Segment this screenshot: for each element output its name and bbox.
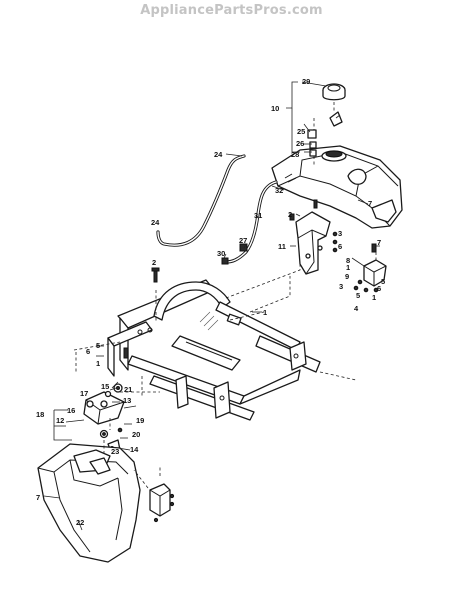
callout-7-side: 7 bbox=[377, 238, 381, 247]
leader-lines bbox=[43, 81, 380, 531]
fuel-hose-short bbox=[224, 180, 278, 264]
callout-24-top: 24 bbox=[214, 150, 223, 159]
callout-13: 13 bbox=[123, 396, 131, 405]
callout-5-frame: 5 bbox=[96, 341, 100, 350]
callout-7-tank: 7 bbox=[368, 199, 372, 208]
callout-19: 19 bbox=[136, 416, 144, 425]
assembly-lines bbox=[73, 102, 377, 489]
callout-3-side: 3 bbox=[339, 282, 343, 291]
callout-32: 32 bbox=[275, 186, 283, 195]
callout-1-side: 1 bbox=[346, 263, 350, 272]
callout-8: 8 bbox=[346, 256, 350, 265]
callout-26: 26 bbox=[296, 139, 304, 148]
callout-1-frame: 1 bbox=[263, 308, 267, 317]
callout-30: 30 bbox=[217, 249, 225, 258]
callout-2-bracket: 2 bbox=[288, 210, 292, 219]
watermark: AppliancePartsPros.com bbox=[140, 3, 323, 18]
fuel-fitting bbox=[307, 129, 317, 157]
callout-1-side-lower: 1 bbox=[372, 293, 376, 302]
callout-4: 4 bbox=[354, 304, 359, 313]
callout-9: 9 bbox=[345, 272, 349, 281]
callout-5-side-lower: 5 bbox=[356, 291, 360, 300]
tank-bracket bbox=[295, 211, 331, 275]
callout-29: 29 bbox=[302, 77, 310, 86]
fuel-tank bbox=[271, 145, 403, 229]
callout-6-frame: 6 bbox=[86, 347, 90, 356]
bracket-hardware bbox=[289, 199, 338, 253]
callout-6-bracket: 6 bbox=[338, 242, 342, 251]
callout-31: 31 bbox=[254, 211, 262, 220]
callout-10: 10 bbox=[271, 104, 279, 113]
cap-gasket bbox=[329, 111, 343, 127]
fuel-hose-long bbox=[156, 154, 246, 247]
callout-16: 16 bbox=[67, 406, 75, 415]
callout-21: 21 bbox=[124, 385, 132, 394]
callout-25: 25 bbox=[297, 127, 305, 136]
callout-27: 27 bbox=[239, 236, 247, 245]
callout-7-console: 7 bbox=[36, 493, 40, 502]
callout-23: 23 bbox=[111, 447, 119, 456]
console-cover bbox=[37, 443, 141, 563]
callout-15: 15 bbox=[101, 382, 109, 391]
callout-6-side: 6 bbox=[377, 284, 381, 293]
callout-20: 20 bbox=[132, 430, 140, 439]
callout-24-lower: 24 bbox=[151, 218, 160, 227]
callout-labels: 29 10 25 26 28 24 32 7 2 3 6 11 31 24 27… bbox=[36, 77, 385, 527]
callout-3-bracket: 3 bbox=[338, 229, 342, 238]
frame-bolt bbox=[151, 267, 160, 283]
callout-5-side: 5 bbox=[381, 277, 385, 286]
control-bracket bbox=[83, 383, 125, 425]
callout-12: 12 bbox=[56, 416, 64, 425]
callout-22: 22 bbox=[76, 518, 84, 527]
callout-18: 18 bbox=[36, 410, 44, 419]
console-bracket bbox=[149, 483, 175, 523]
callout-2-frame: 2 bbox=[152, 258, 156, 267]
fuel-cap bbox=[322, 83, 346, 101]
callout-1-frame-left: 1 bbox=[96, 359, 100, 368]
frame bbox=[107, 279, 321, 421]
callout-14: 14 bbox=[130, 445, 139, 454]
callout-17: 17 bbox=[80, 389, 88, 398]
hose-clamp bbox=[221, 243, 248, 265]
callout-28: 28 bbox=[291, 150, 299, 159]
callout-11: 11 bbox=[278, 242, 286, 251]
